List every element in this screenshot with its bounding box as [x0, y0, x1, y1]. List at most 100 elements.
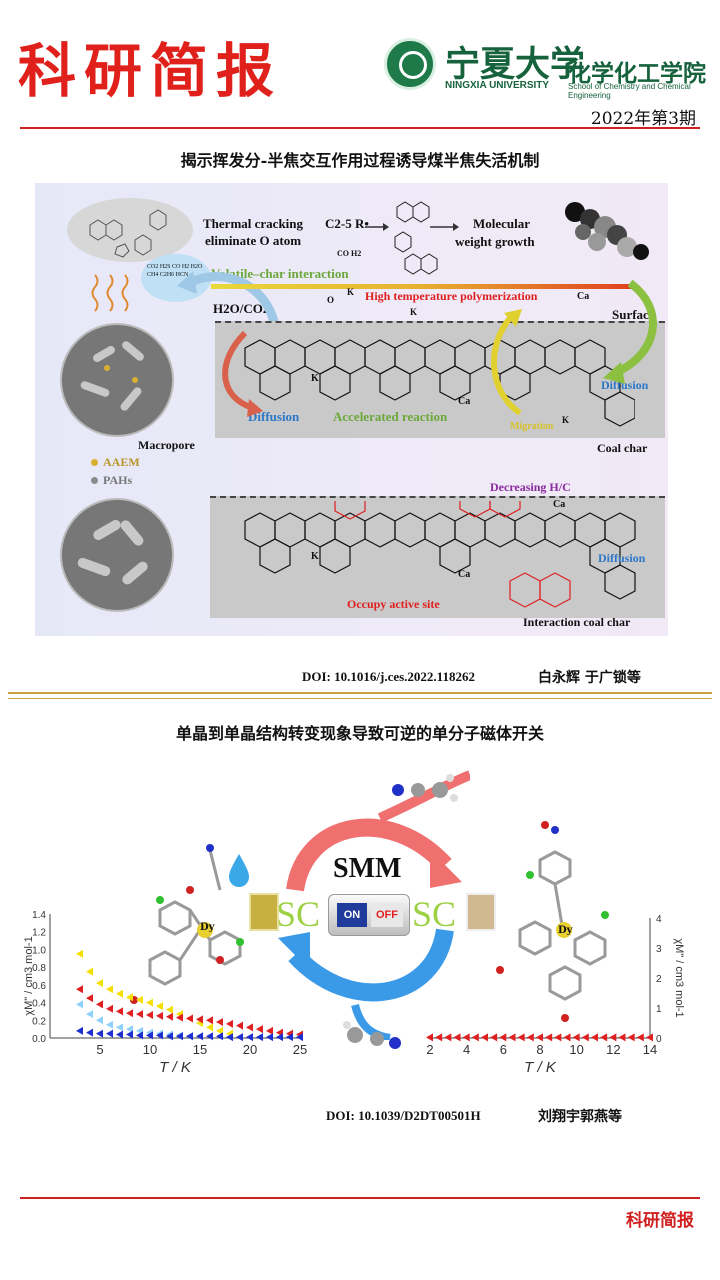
x-tick-label: 4	[463, 1042, 470, 1057]
label-k-band: K	[311, 373, 319, 384]
data-point	[216, 1032, 223, 1041]
data-point	[146, 1031, 153, 1040]
gas-list: CO2 H2S CO H2 H2O CH4 C2H6 HCN	[147, 264, 203, 278]
x-tick-label: 10	[569, 1042, 583, 1057]
surface-diffusion-arrow	[603, 279, 657, 384]
data-point	[236, 1021, 243, 1030]
footer-label: 科研简报	[626, 1211, 694, 1231]
data-point	[581, 1033, 589, 1042]
char-particle-upper	[60, 323, 174, 437]
switch-off-label: OFF	[371, 903, 403, 927]
data-point	[266, 1026, 273, 1035]
interaction-char-band	[210, 496, 665, 618]
x-tick-label: 15	[193, 1042, 207, 1057]
char-particle-lower	[60, 498, 174, 612]
data-point	[116, 1007, 123, 1016]
data-point	[156, 1002, 163, 1011]
data-point	[96, 1029, 103, 1038]
switch-on-label: ON	[337, 903, 367, 927]
data-point	[96, 1000, 103, 1009]
data-point	[196, 1015, 203, 1024]
volatile-return-arrow	[177, 271, 280, 328]
data-point	[276, 1033, 283, 1042]
label-molecular: Molecular	[473, 216, 531, 231]
data-point	[236, 1033, 243, 1042]
data-point	[116, 1030, 123, 1039]
data-point	[156, 1031, 163, 1040]
y-tick-label: 0.0	[32, 1034, 46, 1045]
section-divider	[8, 692, 712, 699]
data-point	[126, 1025, 133, 1034]
y-tick-label: 0.4	[32, 999, 46, 1010]
polymerization-band	[211, 284, 631, 289]
data-point	[106, 1020, 113, 1029]
y-tick-label: 3	[656, 944, 662, 955]
data-point	[206, 1023, 213, 1032]
x-tick-label: 5	[96, 1042, 103, 1057]
data-point	[116, 1023, 123, 1032]
label-diffusion-left: Diffusion	[248, 409, 300, 424]
y-tick-label: 0.6	[32, 981, 46, 992]
data-point	[462, 1033, 470, 1042]
data-point	[86, 1010, 93, 1019]
arrow-right-icon	[365, 223, 459, 231]
data-point	[216, 1026, 223, 1035]
data-point	[166, 1005, 173, 1014]
label-occupy: Occupy active site	[347, 597, 440, 611]
aaem-legend-dot	[91, 459, 98, 466]
label-h2o-co2: H2O/CO2	[213, 301, 270, 316]
article1-authors: 白永辉 于广锁等	[538, 670, 641, 686]
y-tick-label: 1.4	[32, 910, 46, 921]
label-ca-band: Ca	[458, 396, 471, 407]
data-point	[136, 1031, 143, 1040]
data-point	[627, 1033, 635, 1042]
university-name-cn: 宁夏大学	[445, 44, 586, 85]
migration-arrow	[491, 309, 522, 416]
y-tick-label: 0.8	[32, 963, 46, 974]
x-tick-label: 14	[643, 1042, 657, 1057]
data-point	[86, 994, 93, 1003]
data-point	[444, 1033, 452, 1042]
y-tick-label: 1	[656, 1004, 662, 1015]
data-point	[86, 1028, 93, 1037]
data-point	[76, 949, 83, 958]
data-point	[572, 1033, 580, 1042]
data-point	[618, 1033, 626, 1042]
water-drop-icon	[229, 854, 249, 887]
data-point	[146, 998, 153, 1007]
data-point	[266, 1033, 273, 1042]
label-diffusion-lower: Diffusion	[598, 551, 646, 565]
data-point	[166, 1012, 173, 1021]
x-tick-label: 6	[500, 1042, 507, 1057]
data-point	[435, 1033, 443, 1042]
label-k-migration: K	[562, 415, 570, 425]
interaction-char-structure	[244, 501, 636, 608]
data-point	[246, 1033, 253, 1042]
x-tick-label: 20	[243, 1042, 257, 1057]
x-axis-label: T / K	[524, 1059, 557, 1076]
data-point	[116, 989, 123, 998]
y-tick-label: 2	[656, 974, 662, 985]
label-volatile-char: Volatile–char interaction	[211, 266, 349, 281]
data-point	[508, 1033, 516, 1042]
data-point	[426, 1033, 433, 1042]
soot-particle-icon	[565, 202, 649, 260]
label-coal-char: Coal char	[597, 441, 648, 455]
data-point	[471, 1033, 479, 1042]
data-point	[226, 1019, 233, 1028]
data-point	[206, 1016, 213, 1025]
label-k-lower: K	[311, 551, 319, 562]
data-point	[256, 1033, 263, 1042]
label-migration: Migration	[510, 421, 554, 432]
data-point	[600, 1033, 608, 1042]
label-decreasing-hc: Decreasing H/C	[490, 480, 571, 494]
switch-button-icon: ON OFF	[328, 894, 410, 936]
header-rule	[20, 127, 700, 129]
data-point	[76, 985, 83, 994]
label-k-top: K	[347, 287, 355, 297]
issue-number: 2022年第3期	[590, 109, 696, 129]
y-tick-label: 1.0	[32, 945, 46, 956]
label-interaction-char: Interaction coal char	[523, 615, 631, 629]
label-ca-lower2: Ca	[553, 499, 566, 510]
